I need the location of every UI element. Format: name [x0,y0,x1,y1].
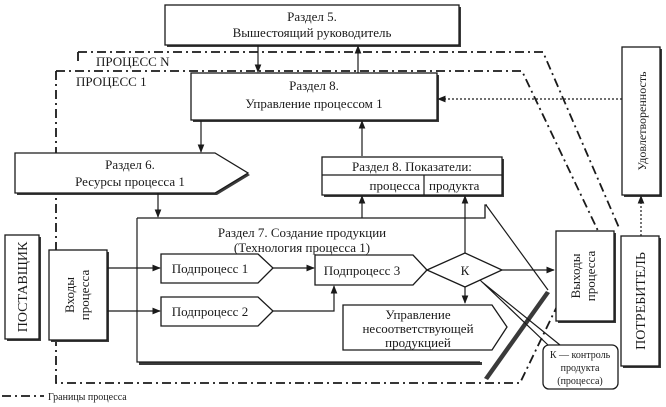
section8-indicators-table[interactable]: Раздел 8. Показатели: процесса продукта [321,156,504,197]
subprocess3-label: Подпроцесс 3 [324,263,400,278]
section8-management-box[interactable]: Раздел 8. Управление процессом 1 [190,72,439,122]
callout-line1: К — контроль [550,350,611,361]
section6-resources-box[interactable]: Раздел 6. Ресурсы процесса 1 [14,152,250,195]
arrow-sub2-to-sub3 [273,285,338,312]
subprocess1-label: Подпроцесс 1 [172,261,248,276]
section7-subtitle: (Технология процесса 1) [234,240,370,255]
legend-label: Границы процесса [48,392,127,403]
consumer-box[interactable]: ПОТРЕБИТЕЛЬ [620,235,661,368]
indicators-connector-line [485,204,549,291]
process-inputs-box[interactable]: Входы процесса [48,249,109,342]
outputs-line2: процесса [583,251,598,302]
process-outputs-box[interactable]: Выходы процесса [555,230,616,323]
section6-title: Раздел 6. [105,157,155,172]
process-1-boundary [55,70,601,384]
process-1-label: ПРОЦЕСС 1 [76,74,147,89]
control-k-label: К [461,263,470,278]
section5-subtitle: Вышестоящий руководитель [233,25,392,40]
indicators-product: продукта [429,178,480,193]
process-n-boundary [77,51,621,231]
indicators-process: процесса [370,178,421,193]
callout-line2: продукта [561,363,600,374]
section8-management-title: Раздел 8. [289,78,339,93]
inputs-line1: Входы [62,277,77,313]
legend: Границы процесса [2,392,127,403]
subprocess2-label: Подпроцесс 2 [172,304,248,319]
section6-subtitle: Ресурсы процесса 1 [75,174,185,189]
inputs-line2: процесса [77,270,92,321]
control-k-diamond[interactable]: К [425,252,504,288]
section8-management-subtitle: Управление процессом 1 [245,96,382,111]
nonconforming-line3: продукцией [385,335,451,350]
consumer-label: ПОТРЕБИТЕЛЬ [634,252,649,350]
supplier-box[interactable]: ПОСТАВЩИК [4,234,41,341]
process-n-label: ПРОЦЕСС N [96,54,170,69]
subprocess1-box[interactable]: Подпроцесс 1 [160,253,274,284]
subprocess3-box[interactable]: Подпроцесс 3 [314,254,428,286]
section5-box[interactable]: Раздел 5. Вышестоящий руководитель [164,4,461,47]
nonconforming-line2: несоответствующей [362,321,473,336]
outputs-line1: Выходы [568,253,583,298]
nonconforming-line1: Управление [385,307,450,322]
supplier-label: ПОСТАВЩИК [16,241,31,332]
callout-line3: (процесса) [557,376,603,387]
section5-title: Раздел 5. [287,9,337,24]
satisfaction-box[interactable]: Удовлетворенность [621,46,662,197]
subprocess2-box[interactable]: Подпроцесс 2 [160,296,274,327]
satisfaction-label: Удовлетворенность [635,71,649,171]
nonconforming-product-box[interactable]: Управление несоответствующей продукцией [342,304,508,351]
section7-title: Раздел 7. Создание продукции [218,225,386,240]
control-callout: К — контроль продукта (процесса) [479,279,619,390]
indicators-title: Раздел 8. Показатели: [352,159,472,174]
